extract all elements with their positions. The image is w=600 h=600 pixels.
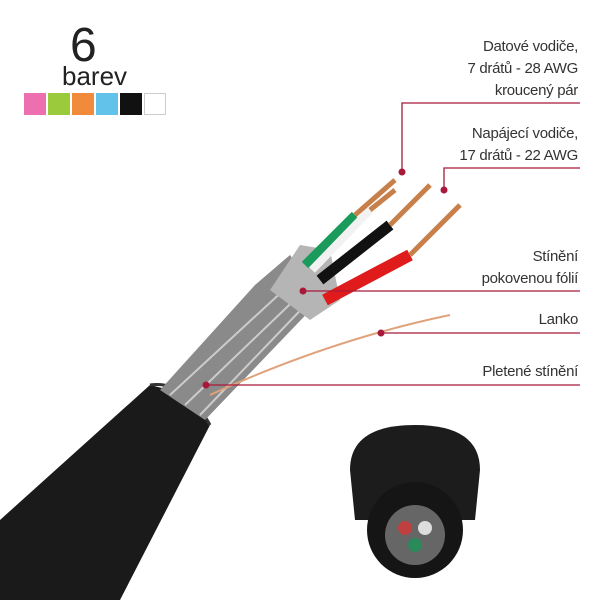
callout-dot-foil	[299, 287, 307, 295]
callout-text: kroucený pár	[494, 82, 578, 99]
callout-text: Pletené stínění	[482, 363, 578, 380]
cable-jacket	[0, 385, 210, 600]
swatch-blue	[96, 93, 118, 115]
callout-text: Stínění	[532, 248, 579, 265]
callout-dot-drain	[377, 329, 385, 337]
callout-text: 7 drátů - 28 AWG	[467, 60, 578, 77]
swatch-orange	[72, 93, 94, 115]
callout-drain-wire: Lanko	[538, 309, 579, 331]
callout-braided-shield: Pletené stínění	[482, 361, 578, 383]
green-wire	[301, 211, 359, 269]
callout-foil-shield: Stínění pokovenou fólií	[481, 246, 579, 290]
swatch-black	[120, 93, 142, 115]
callout-text: Napájecí vodiče,	[471, 125, 578, 142]
callout-data-wires: Datové vodiče, 7 drátů - 28 AWG kroucený…	[467, 36, 578, 102]
callout-text: Datové vodiče,	[482, 38, 578, 55]
callout-text: pokovenou fólií	[481, 270, 579, 287]
black-wire	[316, 220, 394, 285]
callout-dot-braid	[202, 381, 210, 389]
swatch-pink	[24, 93, 46, 115]
callout-text: 17 drátů - 22 AWG	[459, 147, 578, 164]
color-count-number: 6	[70, 19, 97, 72]
callout-dot-power-wires	[440, 186, 448, 194]
callout-text: Lanko	[538, 311, 579, 328]
red-wire	[322, 249, 413, 306]
swatch-green	[48, 93, 70, 115]
color-count-label: barev	[62, 61, 128, 91]
callout-power-wires: Napájecí vodiče, 17 drátů - 22 AWG	[459, 123, 578, 167]
callout-line-power-wires	[443, 167, 580, 190]
white-wire	[309, 207, 373, 273]
callout-line-data-wires	[401, 102, 580, 172]
drain-wire	[209, 314, 451, 396]
swatch-white	[144, 93, 166, 115]
callout-dot-data-wires	[398, 168, 406, 176]
color-swatches	[24, 93, 166, 115]
cable-end-view	[350, 425, 480, 578]
